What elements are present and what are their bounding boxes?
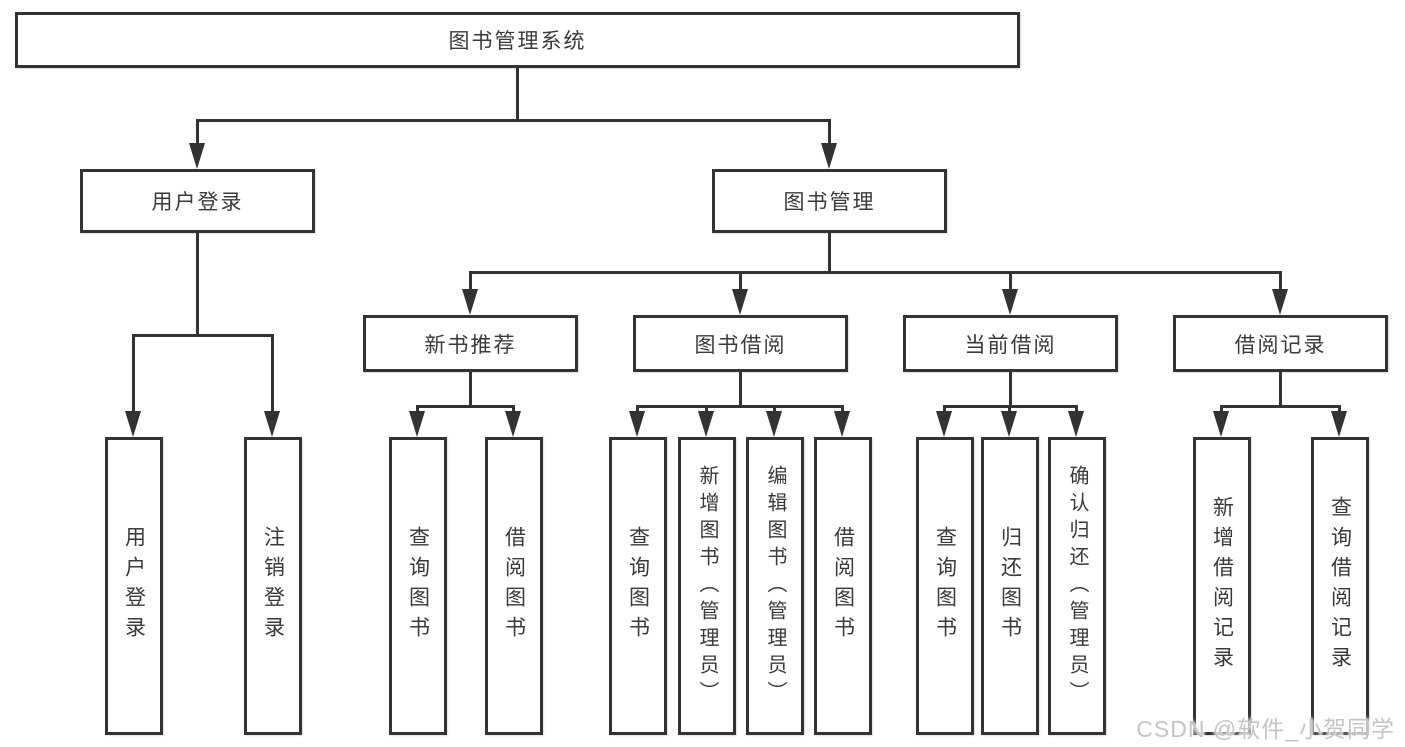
arrow-down-icon	[1213, 411, 1229, 437]
connector-new-book-stem	[469, 372, 472, 407]
connector-user-login-drop-2	[271, 334, 274, 413]
connector-new-book-drop-2	[512, 405, 515, 415]
node-user-login-label: 用户登录	[151, 191, 244, 214]
leaf-query-books-recommend: 查询图书	[389, 437, 447, 735]
connector-borrow-record-drop-2	[1338, 405, 1341, 415]
connector-book-borrow-hbar	[636, 405, 844, 408]
leaf-return-books: 归还图书	[981, 437, 1039, 735]
node-new-book-recommendation-label: 新书推荐	[424, 333, 517, 357]
connector-book-mgmt-drop-4	[1279, 271, 1282, 291]
connector-borrow-record-hbar	[1220, 405, 1341, 408]
arrow-down-icon	[189, 143, 205, 169]
leaf-user-login: 用户登录	[105, 437, 163, 735]
connector-new-book-hbar	[416, 405, 515, 408]
leaf-query-books-current-label: 查询图书	[933, 526, 957, 646]
leaf-query-books-borrowing: 查询图书	[609, 437, 667, 735]
node-root: 图书管理系统	[15, 12, 1020, 68]
connector-current-borrow-drop-3	[1075, 405, 1078, 415]
node-borrowing-records-label: 借阅记录	[1234, 333, 1327, 357]
arrow-down-icon	[936, 411, 952, 437]
connector-user-login-stem	[196, 233, 199, 336]
connector-user-login-hbar	[132, 334, 274, 337]
watermark-text: CSDN @软件_小贺同学	[1136, 716, 1395, 742]
node-book-management: 图书管理	[712, 169, 947, 233]
leaf-query-books-borrowing-label: 查询图书	[626, 526, 650, 646]
leaf-borrow-books-label: 借阅图书	[831, 526, 855, 646]
node-borrowing-records: 借阅记录	[1173, 315, 1388, 372]
leaf-borrow-books-recommend: 借阅图书	[485, 437, 543, 735]
arrow-down-icon	[1272, 289, 1288, 315]
leaf-logout-label: 注销登录	[261, 526, 285, 646]
arrow-down-icon	[1001, 411, 1017, 437]
leaf-query-borrow-record: 查询借阅记录	[1311, 437, 1369, 735]
leaf-edit-books-admin: 编辑图书（管理员）	[746, 437, 804, 735]
connector-book-borrow-drop-2	[705, 405, 708, 415]
node-book-borrowing-label: 图书借阅	[694, 333, 787, 357]
connector-book-borrow-drop-3	[773, 405, 776, 415]
connector-book-mgmt-hbar	[469, 271, 1282, 274]
arrow-down-icon	[505, 411, 521, 437]
leaf-user-login-label: 用户登录	[122, 526, 146, 646]
leaf-add-books-admin: 新增图书（管理员）	[678, 437, 736, 735]
connector-borrow-record-stem	[1279, 372, 1282, 407]
arrow-down-icon	[698, 411, 714, 437]
arrow-down-icon	[1068, 411, 1084, 437]
connector-book-mgmt-drop-2	[739, 271, 742, 291]
arrow-down-icon	[1331, 411, 1347, 437]
node-book-management-label: 图书管理	[783, 191, 876, 214]
connector-book-borrow-drop-1	[636, 405, 639, 415]
node-book-borrowing: 图书借阅	[633, 315, 848, 372]
connector-current-borrow-drop-1	[943, 405, 946, 415]
arrow-down-icon	[1002, 289, 1018, 315]
leaf-query-borrow-record-label: 查询借阅记录	[1328, 496, 1352, 676]
node-current-borrowing-label: 当前借阅	[964, 333, 1057, 357]
leaf-add-books-admin-label: 新增图书（管理员）	[696, 464, 718, 708]
connector-book-mgmt-drop-1	[469, 271, 472, 291]
connector-book-borrow-drop-4	[841, 405, 844, 415]
leaf-borrow-books: 借阅图书	[814, 437, 872, 735]
connector-book-borrow-stem	[739, 372, 742, 407]
leaf-logout: 注销登录	[244, 437, 302, 735]
arrow-down-icon	[821, 143, 837, 169]
leaf-query-books-recommend-label: 查询图书	[406, 526, 430, 646]
leaf-add-borrow-record-label: 新增借阅记录	[1210, 496, 1234, 676]
arrow-down-icon	[409, 411, 425, 437]
connector-root-drop-right	[828, 119, 831, 145]
arrow-down-icon	[629, 411, 645, 437]
connector-book-mgmt-stem	[828, 233, 831, 273]
connector-current-borrow-drop-2	[1008, 405, 1011, 415]
connector-borrow-record-drop-1	[1220, 405, 1223, 415]
leaf-query-books-current: 查询图书	[916, 437, 974, 735]
leaf-add-borrow-record: 新增借阅记录	[1193, 437, 1251, 735]
connector-root-stem	[516, 68, 519, 120]
connector-root-drop-left	[196, 119, 199, 145]
node-current-borrowing: 当前借阅	[903, 315, 1118, 372]
connector-book-mgmt-drop-3	[1009, 271, 1012, 291]
arrow-down-icon	[462, 289, 478, 315]
arrow-down-icon	[732, 289, 748, 315]
arrow-down-icon	[766, 411, 782, 437]
connector-root-hbar	[196, 119, 831, 122]
node-user-login: 用户登录	[80, 169, 315, 233]
arrow-down-icon	[264, 411, 280, 437]
node-new-book-recommendation: 新书推荐	[363, 315, 578, 372]
leaf-return-books-label: 归还图书	[998, 526, 1022, 646]
leaf-confirm-return-admin-label: 确认归还（管理员）	[1066, 464, 1088, 708]
leaf-edit-books-admin-label: 编辑图书（管理员）	[764, 464, 786, 708]
arrow-down-icon	[834, 411, 850, 437]
connector-new-book-drop-1	[416, 405, 419, 415]
arrow-down-icon	[125, 411, 141, 437]
leaf-borrow-books-recommend-label: 借阅图书	[502, 526, 526, 646]
node-root-label: 图书管理系统	[448, 30, 587, 53]
connector-user-login-drop-1	[132, 334, 135, 413]
connector-current-borrow-stem	[1009, 372, 1012, 407]
leaf-confirm-return-admin: 确认归还（管理员）	[1048, 437, 1106, 735]
